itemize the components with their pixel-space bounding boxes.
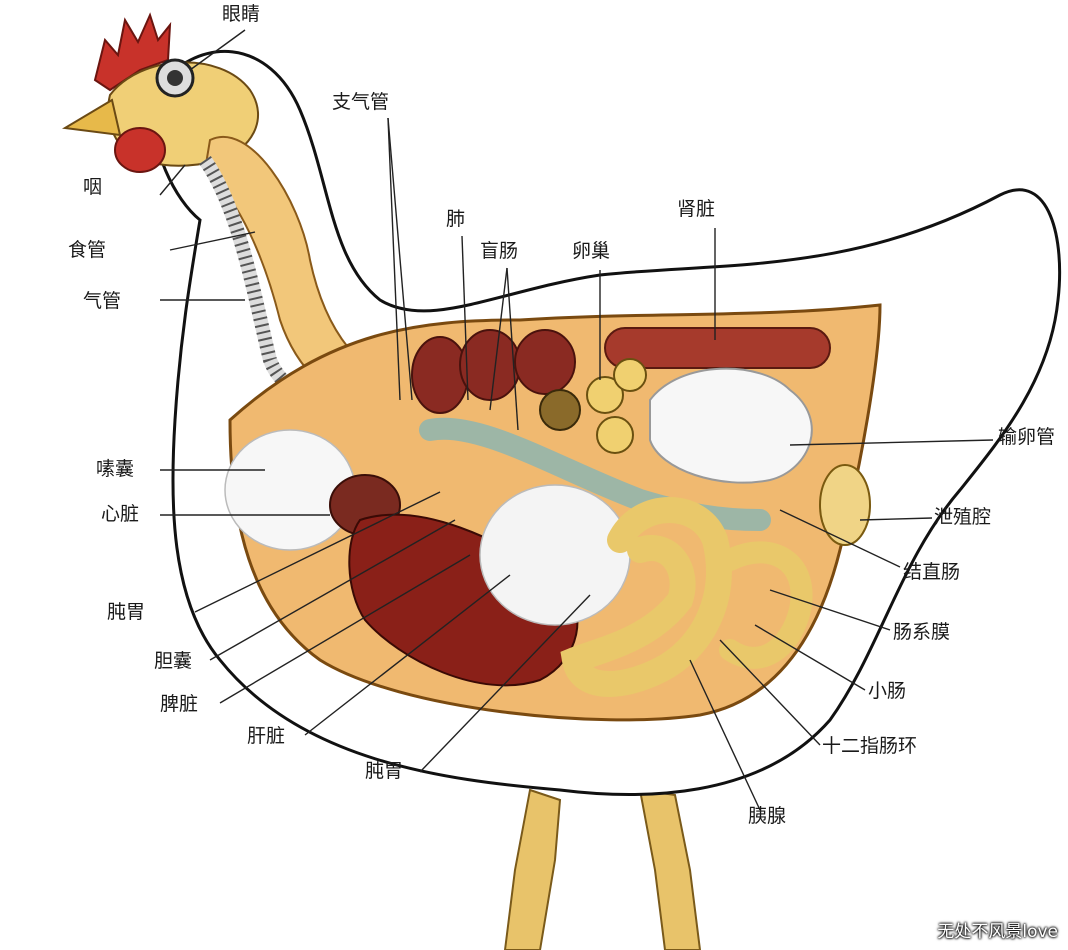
label-gallbladder: 胆囊 [154,650,193,672]
oviduct-shape [649,367,813,484]
label-liver: 肝脏 [247,725,286,747]
label-bronchus: 支气管 [332,91,390,113]
label-cecum: 盲肠 [480,240,519,262]
label-heart: 心脏 [101,503,140,525]
label-gizzard-1: 肫胃 [107,601,146,623]
label-mesentery: 肠系膜 [893,621,951,643]
label-spleen: 脾脏 [160,693,199,715]
leader-lines [159,29,994,811]
label-cloaca: 泄殖腔 [934,506,992,528]
label-small-intestine: 小肠 [868,680,907,702]
watermark: 无处不风景love [937,922,1058,942]
label-esophagus: 食管 [68,239,107,261]
cecum-shape [419,417,771,531]
label-pancreas: 胰腺 [748,805,787,827]
label-air-sac: 嗉囊 [96,458,135,480]
label-duodenal-loop: 十二指肠环 [822,735,918,757]
intestine-shape [560,497,732,697]
label-colorectum: 结直肠 [903,561,961,583]
label-trachea: 气管 [83,290,122,312]
label-ovary: 卵巢 [572,240,611,262]
label-gizzard-2: 肫胃 [365,760,404,782]
label-kidney: 肾脏 [677,198,716,220]
ovary-shape [539,358,647,454]
label-pharynx: 咽 [83,176,103,198]
legs [503,788,702,950]
beak [61,98,122,137]
label-oviduct: 输卵管 [998,426,1056,448]
label-eye: 眼睛 [222,3,261,25]
wattle [114,127,166,173]
lung-shape [411,329,576,414]
gizzard-shape [479,484,631,626]
cloaca-shape [819,464,871,546]
label-lung: 肺 [446,208,466,230]
